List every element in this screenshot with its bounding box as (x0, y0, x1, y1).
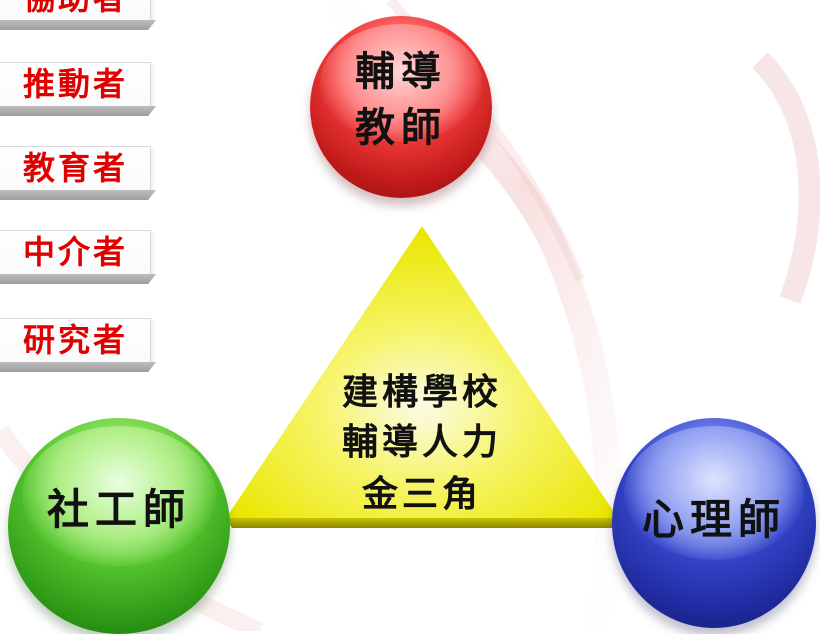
role-label: 中介者 (22, 233, 128, 271)
role-shadow (0, 274, 156, 284)
role-shadow (0, 190, 156, 200)
triangle-shape (226, 226, 618, 528)
triangle-line-2: 輔導人力 (341, 421, 502, 463)
role-box (0, 146, 151, 192)
teacher-label-line-2: 教師 (355, 104, 447, 151)
role-item-promoter: 推動者 (0, 62, 156, 116)
psychologist-label: 心理師 (641, 495, 786, 544)
role-label: 推動者 (22, 65, 128, 103)
role-shadow (0, 362, 156, 372)
role-item-researcher: 研究者 (0, 318, 156, 372)
role-label: 教育者 (22, 149, 128, 187)
social-worker-label: 社工師 (46, 485, 191, 534)
sphere-highlight (624, 426, 804, 560)
teacher-label-line-1: 輔導 (355, 48, 447, 95)
role-shadow (0, 20, 156, 30)
psychologist-sphere: 心理師 (612, 418, 816, 628)
golden-triangle: 建構學校 輔導人力 金三角 (226, 222, 618, 534)
social-worker-sphere: 社工師 (8, 418, 230, 634)
triangle-line-1: 建構學校 (341, 371, 502, 413)
sphere-highlight (22, 426, 216, 566)
role-item-mediator: 中介者 (0, 230, 156, 284)
role-label: 研究者 (22, 321, 128, 359)
role-item-educator: 教育者 (0, 146, 156, 200)
role-shadow (0, 106, 156, 116)
role-label: 協助者 (23, 0, 128, 16)
counseling-teacher-sphere: 輔導 教師 (310, 16, 492, 198)
role-item-helper: 協助者 (0, 0, 156, 30)
role-box (0, 318, 151, 364)
sphere-highlight (320, 24, 482, 142)
triangle-line-3: 金三角 (361, 473, 482, 515)
